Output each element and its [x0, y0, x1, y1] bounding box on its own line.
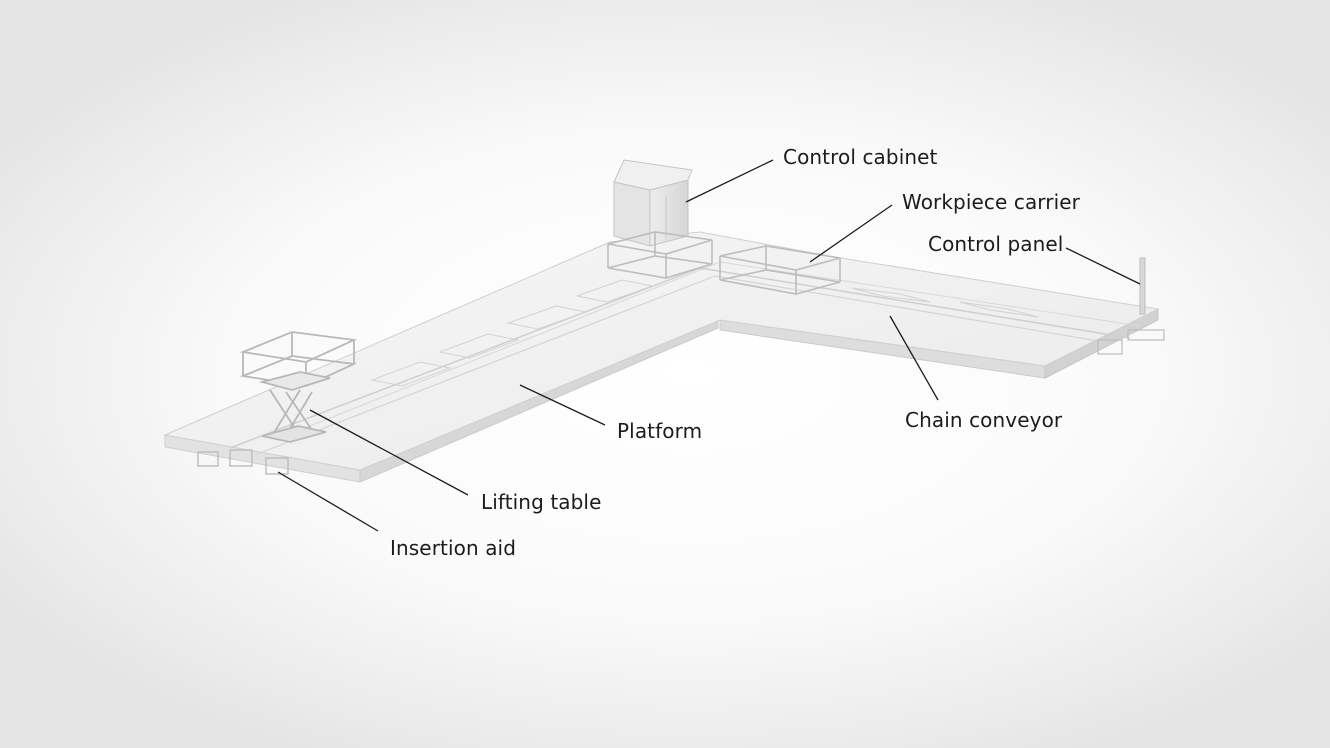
label-platform: Platform — [617, 419, 703, 443]
control-panel — [1097, 257, 1165, 355]
leader-lifting-table — [309, 409, 469, 496]
platform — [163, 231, 1160, 471]
leader-workpiece-carrier — [809, 204, 893, 263]
label-control-panel: Control panel — [928, 232, 1064, 256]
label-workpiece-carrier: Workpiece carrier — [902, 190, 1080, 214]
workpiece-carrier — [719, 245, 841, 295]
leader-control-panel — [1065, 247, 1141, 285]
label-insertion-aid: Insertion aid — [390, 536, 516, 560]
leader-insertion-aid — [277, 471, 379, 532]
label-lifting-table: Lifting table — [481, 490, 602, 514]
label-control-cabinet: Control cabinet — [783, 145, 938, 169]
workpiece-carrier-near-cabinet — [607, 231, 713, 279]
leader-control-cabinet — [685, 159, 774, 203]
lifting-table — [239, 331, 358, 443]
insertion-aid — [197, 449, 289, 475]
control-cabinet — [613, 159, 693, 247]
leader-chain-conveyor — [889, 315, 939, 401]
leader-lines — [277, 159, 1141, 532]
label-chain-conveyor: Chain conveyor — [905, 408, 1063, 432]
leader-platform — [519, 384, 606, 426]
